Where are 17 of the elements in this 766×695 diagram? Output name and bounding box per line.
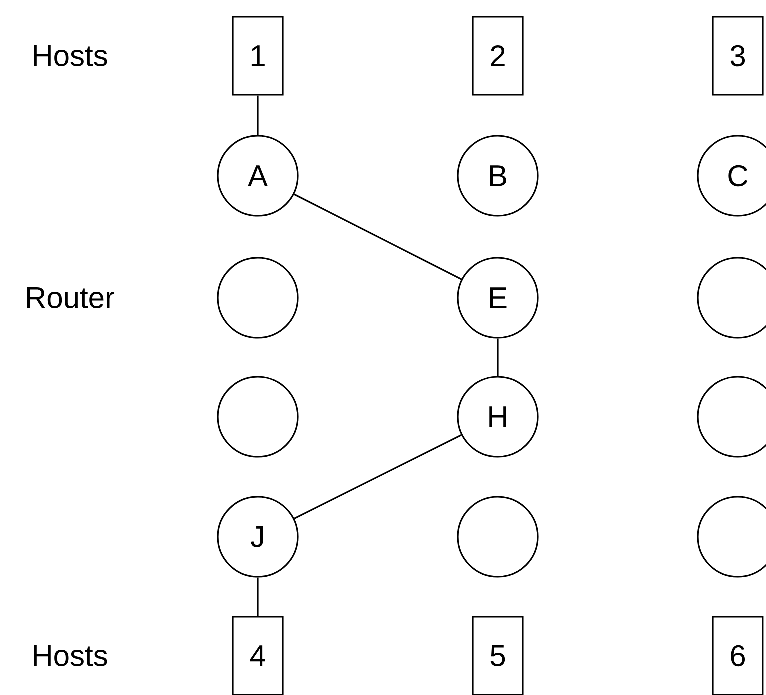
row-label: Hosts <box>34 646 108 666</box>
host-box: 4 <box>232 616 284 695</box>
host-box: 6 <box>712 616 764 695</box>
host-box: 3 <box>712 16 764 96</box>
host-box: 5 <box>472 616 524 695</box>
router-circle <box>457 496 539 578</box>
link-line <box>294 194 462 280</box>
link-line <box>294 434 462 520</box>
row-label: Hosts <box>34 46 108 66</box>
link-line <box>257 578 259 616</box>
link-line <box>497 338 499 376</box>
router-circle <box>217 257 299 339</box>
host-box: 1 <box>232 16 284 96</box>
link-line <box>257 96 259 136</box>
router-circle <box>217 376 299 458</box>
host-box: 2 <box>472 16 524 96</box>
row-label: Router <box>27 288 114 308</box>
